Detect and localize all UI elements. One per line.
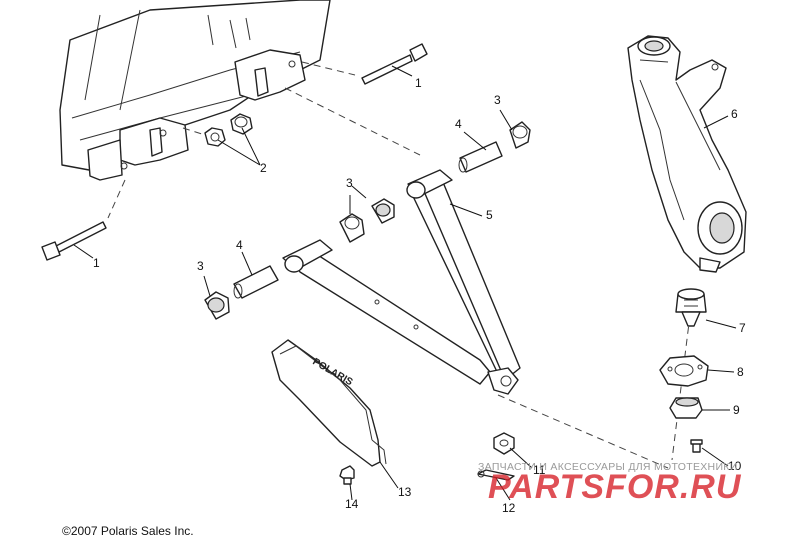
guard-screw — [339, 465, 355, 485]
callouts: 1 1 2 3 3 3 4 4 5 6 7 8 9 10 11 12 13 14 — [93, 76, 746, 515]
callout-4-upper: 4 — [455, 117, 462, 131]
callout-12: 12 — [502, 501, 516, 515]
alignment-lines — [107, 61, 691, 469]
frame-section — [59, 0, 331, 181]
bushing-top — [230, 113, 253, 135]
callout-6: 6 — [731, 107, 738, 121]
retainer-plate — [659, 355, 709, 387]
leader-lines — [73, 65, 737, 501]
bolt-lower — [41, 221, 107, 261]
sleeve-lower — [233, 265, 279, 299]
callout-1-upper: 1 — [415, 76, 422, 90]
callout-2: 2 — [260, 161, 267, 175]
watermark-brand: PARTSFOR.RU — [488, 468, 742, 506]
dust-boot — [669, 397, 703, 419]
bushing-mid-a — [339, 213, 365, 243]
sleeve-upper — [458, 141, 503, 173]
bushing-lower-left — [204, 291, 230, 320]
ball-joint — [675, 288, 707, 327]
callout-3-middle: 3 — [346, 176, 353, 190]
bolt-upper — [361, 43, 428, 85]
bushing-mid-b — [371, 198, 395, 224]
cotter-pin-bolt — [690, 439, 703, 453]
castle-nut — [493, 432, 515, 455]
callout-9: 9 — [733, 403, 740, 417]
a-arm-guard: POLARIS — [271, 339, 387, 467]
callout-14: 14 — [345, 497, 359, 511]
cotter-pin — [477, 469, 515, 481]
callout-7: 7 — [739, 321, 746, 335]
callout-3-lower: 3 — [197, 259, 204, 273]
spindle — [627, 35, 747, 273]
callout-11: 11 — [533, 463, 546, 477]
bushing-upper-right — [509, 121, 531, 149]
callout-1-lower: 1 — [93, 256, 100, 270]
callout-5: 5 — [486, 208, 493, 222]
callout-13: 13 — [398, 485, 412, 499]
callout-4-lower: 4 — [236, 238, 243, 252]
callout-8: 8 — [737, 365, 744, 379]
nut-left — [204, 127, 226, 147]
watermark-subtitle: ЗАПЧАСТИ И АКСЕССУАРЫ ДЛЯ МОТОТЕХНИКИ — [478, 461, 738, 473]
copyright-notice: ©2007 Polaris Sales Inc. — [62, 524, 194, 538]
callout-10: 10 — [728, 459, 742, 473]
callout-3-upper: 3 — [494, 93, 501, 107]
a-arm — [282, 169, 521, 395]
